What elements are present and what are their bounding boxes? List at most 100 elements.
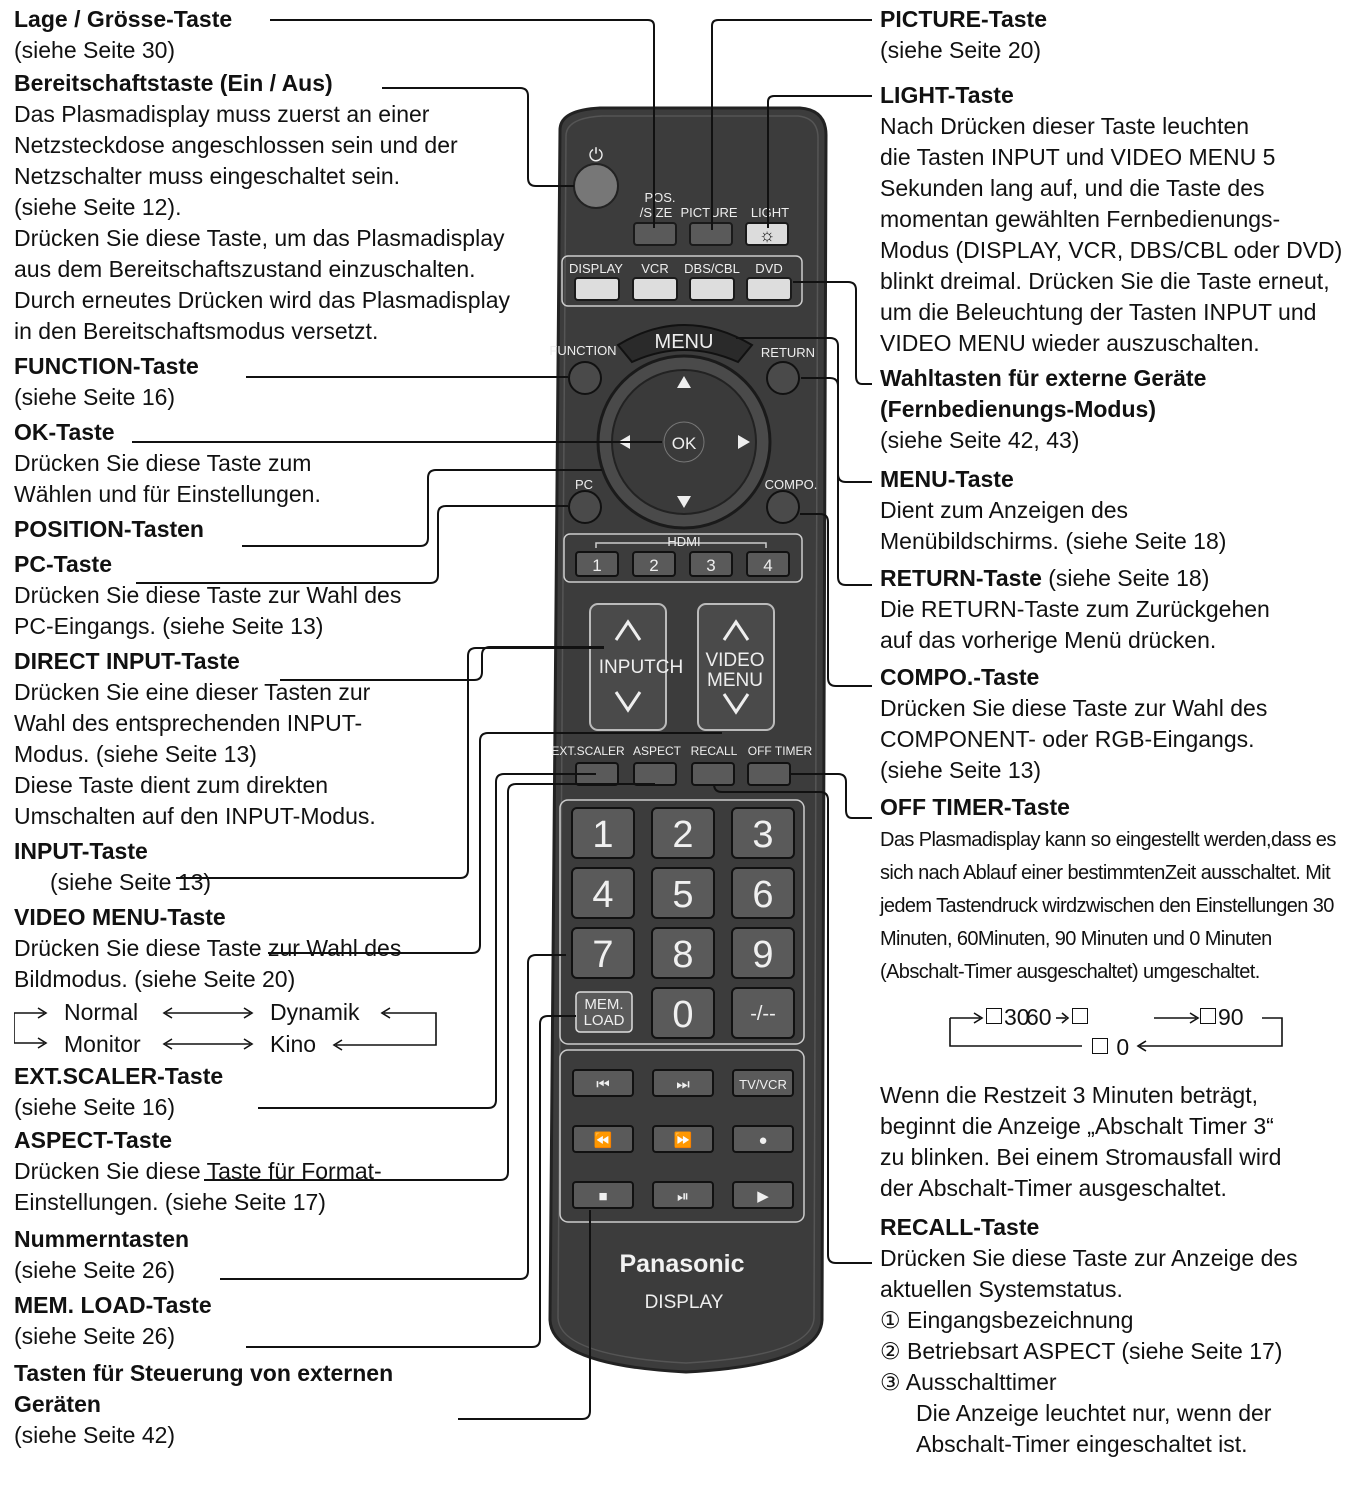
pause-play-button[interactable]	[652, 1181, 714, 1209]
number-7-button[interactable]	[571, 927, 635, 979]
play-icon: ▶	[757, 1188, 769, 1205]
next-button[interactable]	[652, 1069, 714, 1097]
number-8-button[interactable]	[651, 927, 715, 979]
prev-icon: ⏮	[596, 1076, 610, 1093]
hdmi-2-button[interactable]	[632, 551, 676, 577]
hdmi-3-button[interactable]	[689, 551, 733, 577]
record-button[interactable]	[732, 1125, 794, 1153]
dvd-mode-button[interactable]	[746, 277, 792, 301]
entry-line: Die RETURN-Taste zum Zurückgehen	[880, 596, 1270, 622]
off-timer-line: Zeit ausschaltet. Mit jedem Tastendruck …	[880, 862, 1331, 917]
play-button[interactable]	[732, 1181, 794, 1209]
off-timer-line: Timer ausgeschaltet) umgeschaltet.	[964, 961, 1260, 983]
rewind-icon: ⏪	[594, 1131, 613, 1149]
entry-title: EXT.SCALER-Taste	[14, 1063, 224, 1089]
display-mode-button[interactable]	[574, 277, 620, 301]
power-button[interactable]	[573, 163, 619, 209]
left-entries-entry: POSITION-Tasten	[14, 514, 544, 545]
fast-forward-button[interactable]	[652, 1125, 714, 1153]
pause-play-icon: ⏯	[677, 1188, 689, 1205]
right-entries-2-entry: Wenn die Restzeit 3 Minuten beträgt,begi…	[880, 1080, 1358, 1204]
number-label: 8	[672, 934, 693, 976]
remote-label: PC	[575, 477, 593, 492]
digit-switch-button[interactable]	[731, 987, 795, 1039]
left-entries-entry: FUNCTION-Taste(siehe Seite 16)	[14, 351, 544, 413]
aspect-button[interactable]	[633, 762, 677, 786]
number-4-button[interactable]	[571, 867, 635, 919]
entry-line: Drücken Sie eine dieser Tasten zur	[14, 679, 371, 705]
dbs-cbl-mode-button[interactable]	[689, 277, 735, 301]
entry-title: PC-Taste	[14, 551, 112, 577]
mem-load-button[interactable]	[575, 991, 633, 1033]
number-3-button[interactable]	[731, 807, 795, 859]
compo-button[interactable]	[766, 490, 800, 524]
remote-label: DVD	[755, 261, 782, 276]
power-icon: ⏻	[589, 145, 603, 165]
stop-button[interactable]	[572, 1181, 634, 1209]
left-text-column: Lage / Grösse-Taste(siehe Seite 30)Berei…	[14, 4, 544, 1451]
record-icon: ●	[758, 1132, 767, 1149]
off-timer-line: dass es sich nach Ablauf einer bestimmte…	[880, 829, 1336, 884]
vcr-mode-button[interactable]	[632, 277, 678, 301]
prev-button[interactable]	[572, 1069, 634, 1097]
remote-label: MENU	[655, 331, 714, 353]
off-timer-cycle: 30 60 90 0	[880, 988, 1350, 1080]
hdmi-1-button[interactable]	[575, 551, 619, 577]
entry-line: Netzschalter muss eingeschaltet sein.	[14, 163, 401, 189]
off-timer-line: zwischen den Einstellungen 30 Minuten, 6…	[880, 895, 1334, 950]
input-button[interactable]	[589, 603, 667, 731]
brand-logo: Panasonic	[619, 1250, 744, 1278]
video-menu-button[interactable]	[697, 603, 775, 731]
number-5-button[interactable]	[651, 867, 715, 919]
timer-icon	[1072, 1008, 1088, 1024]
entry-title: MEM. LOAD-Taste	[14, 1292, 212, 1318]
number-label: 4	[592, 874, 613, 916]
entry-line: Wenn die Restzeit 3 Minuten beträgt,	[880, 1082, 1259, 1108]
return-button[interactable]	[766, 361, 800, 395]
off-timer-button[interactable]	[747, 762, 791, 786]
hdmi-4-button[interactable]	[746, 551, 790, 577]
number-0-button[interactable]	[651, 987, 715, 1039]
menu-button[interactable]	[616, 324, 754, 364]
left-entries-2-entry: MEM. LOAD-Taste(siehe Seite 26)	[14, 1290, 544, 1352]
entry-line: COMPONENT- oder RGB-Eingangs.	[880, 726, 1255, 752]
entry-title: Wahltasten für externe Geräte	[880, 365, 1207, 391]
number-6-button[interactable]	[731, 867, 795, 919]
ok-button[interactable]	[663, 421, 705, 463]
number-1-button[interactable]	[571, 807, 635, 859]
entry-line: der Abschalt-Timer ausgeschaltet.	[880, 1175, 1227, 1201]
remote-label: DISPLAY	[645, 1292, 724, 1313]
entry-title: ASPECT-Taste	[14, 1127, 173, 1153]
remote-label: 1	[592, 556, 601, 575]
right-entries-entry: Wahltasten für externe Geräte(Fernbedien…	[880, 363, 1358, 456]
entry-line: (siehe Seite 42)	[14, 1422, 176, 1448]
number-2-button[interactable]	[651, 807, 715, 859]
entry-title: RECALL-Taste	[880, 1214, 1040, 1240]
recall-button[interactable]	[691, 762, 735, 786]
tv-vcr-button-button[interactable]	[732, 1069, 794, 1097]
number-label: -/--	[750, 1003, 776, 1025]
number-9-button[interactable]	[731, 927, 795, 979]
entry-line: blinkt dreimal. Drücken Sie die Taste er…	[880, 268, 1330, 294]
remote-label: INPUTCH	[599, 657, 683, 678]
function-button[interactable]	[568, 361, 602, 395]
entry-line: aus dem Bereitschaftszustand einzuschalt…	[14, 256, 476, 282]
left-entries-2-entry: Nummerntasten(siehe Seite 26)	[14, 1224, 544, 1286]
number-label: 9	[752, 934, 773, 976]
remote-label: /SIZE	[640, 205, 673, 220]
entry-line: PC-Eingangs. (siehe Seite 13)	[14, 613, 324, 639]
mem-load-label: MEM.	[584, 996, 623, 1013]
right-entries-entry: RETURN-Taste (siehe Seite 18)Die RETURN-…	[880, 563, 1358, 656]
mode-dynamik: Dynamik	[270, 999, 360, 1025]
up-arrow-icon	[677, 376, 691, 388]
entry-line: Drücken Sie diese Taste zum	[14, 450, 312, 476]
pc-button[interactable]	[568, 490, 602, 524]
rewind-button[interactable]	[572, 1125, 634, 1153]
remote-label: COMPO.	[765, 477, 818, 492]
